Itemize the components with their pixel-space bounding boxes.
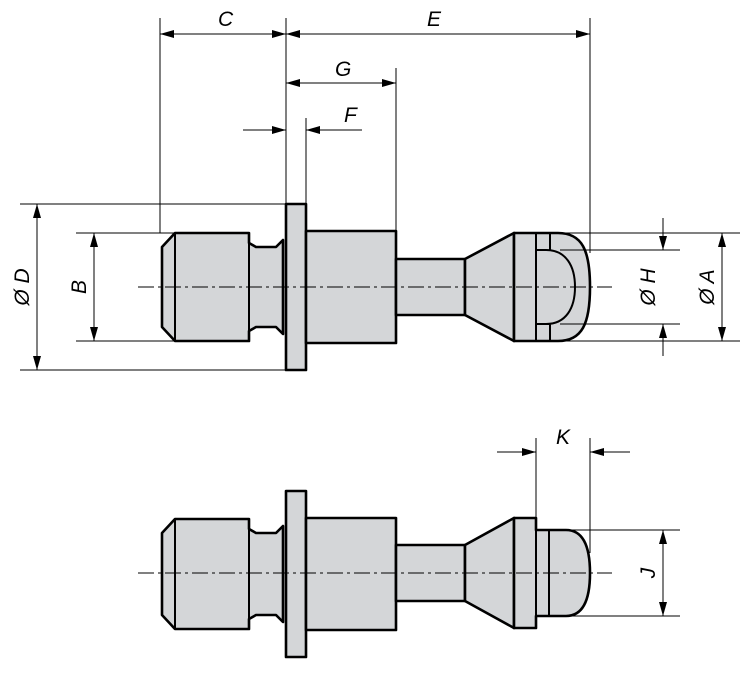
top-dimensions: C E G F Ø D B Ø H Ø A — [11, 8, 740, 371]
flange-2 — [284, 489, 308, 659]
label-j: J — [637, 567, 660, 579]
label-h: Ø H — [637, 268, 660, 307]
label-k: K — [556, 426, 571, 449]
top-view — [138, 202, 612, 372]
label-c: C — [218, 8, 234, 31]
label-g: G — [335, 58, 351, 81]
thread-section-2 — [160, 517, 285, 631]
label-e: E — [427, 8, 442, 31]
label-f: F — [344, 104, 358, 127]
label-b: B — [68, 280, 91, 294]
body-section-2 — [304, 516, 398, 632]
label-d: Ø D — [11, 268, 34, 306]
label-a: Ø A — [696, 269, 719, 305]
bottom-view — [138, 489, 612, 659]
bottom-dimensions: K J — [497, 426, 680, 617]
